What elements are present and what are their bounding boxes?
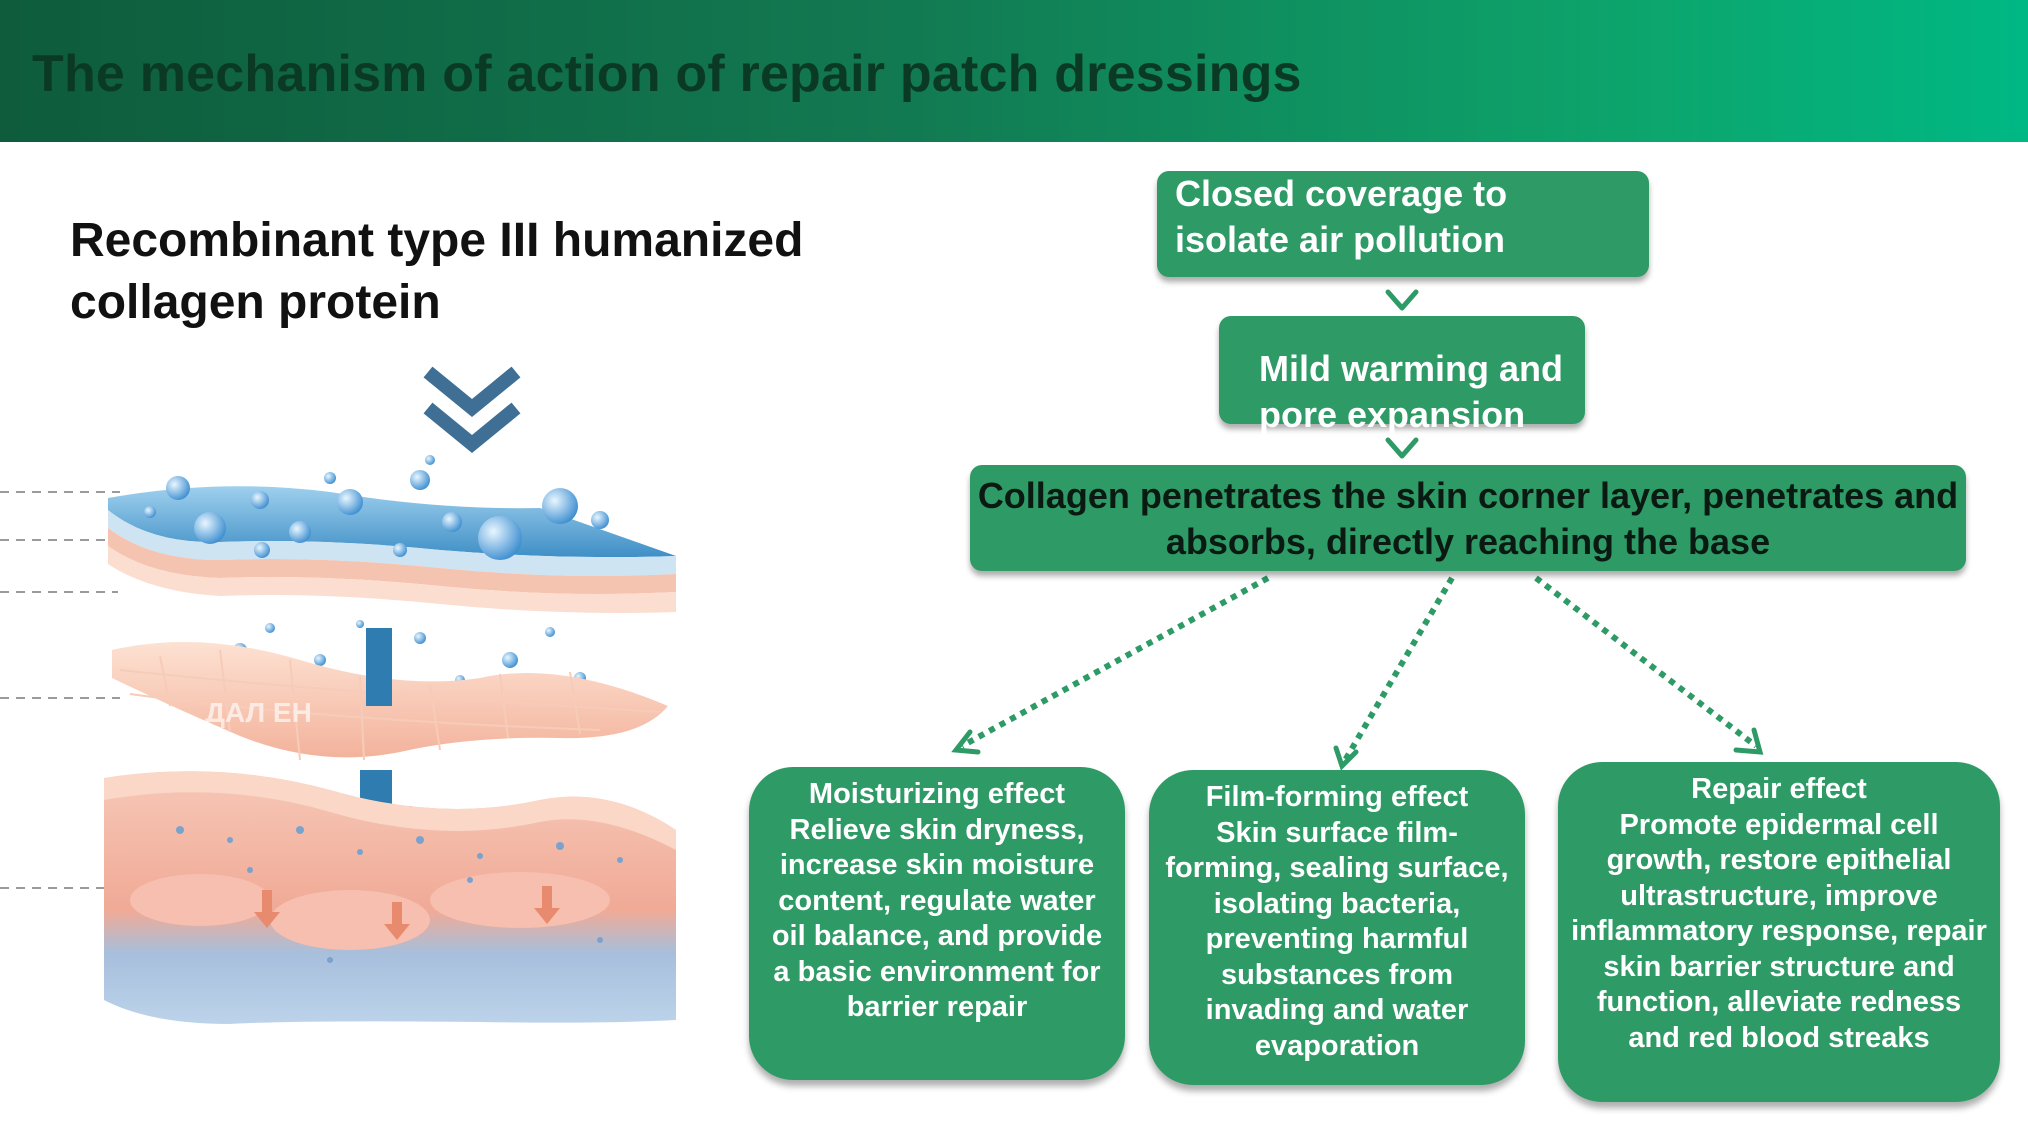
skin-block-layer <box>104 771 676 1024</box>
skin-layers-illustration: ДАЛ ЕН <box>0 366 676 1024</box>
arrowhead-moisturizing <box>951 729 981 755</box>
effect-title: Moisturizing effect <box>808 778 1066 810</box>
header-banner: The mechanism of action of repair patch … <box>0 0 2028 142</box>
arrowhead-repair <box>1733 727 1764 755</box>
step-collagen-penetrates: Collagen penetrates the skin corner laye… <box>970 465 1966 571</box>
film-forming-effect-box: Film-forming effect Skin surface film-fo… <box>1149 770 1525 1085</box>
subtitle-heading: Recombinant type III humanized collagen … <box>70 214 804 329</box>
page-title: The mechanism of action of repair patch … <box>32 45 1302 103</box>
step-closed-coverage: Closed coverage to isolate air pollution <box>1157 171 1649 277</box>
watermark-text: ДАЛ ЕН <box>205 697 312 728</box>
effect-text: Promote epidermal cell growth, restore e… <box>1571 808 1987 1054</box>
effect-text: Relieve skin dryness, increase skin mois… <box>771 813 1103 1024</box>
water-droplets <box>144 455 609 704</box>
double-chevron-down-icon <box>423 366 521 454</box>
arrowhead-film <box>1333 745 1359 771</box>
skin-texture-lines <box>119 649 661 761</box>
dotted-arrow-to-moisturizing <box>960 575 1270 749</box>
dashed-guide-lines <box>0 491 120 889</box>
arrow-step2-to-step3 <box>1385 437 1419 459</box>
effect-title: Repair effect <box>1691 773 1867 805</box>
dotted-arrow-to-repair <box>1534 575 1758 749</box>
effect-text: Skin surface film-forming, sealing surfa… <box>1165 816 1509 1062</box>
arrow-step1-to-step2 <box>1385 289 1419 311</box>
dotted-arrow-to-film <box>1341 576 1455 764</box>
repair-effect-box: Repair effect Promote epidermal cell gro… <box>1558 762 2000 1102</box>
patch-top-layer <box>108 486 676 613</box>
moisturizing-effect-box: Moisturizing effect Relieve skin dryness… <box>749 767 1125 1080</box>
effect-title: Film-forming effect <box>1205 781 1469 813</box>
step-mild-warming: Mild warming and pore expansion <box>1219 316 1585 435</box>
